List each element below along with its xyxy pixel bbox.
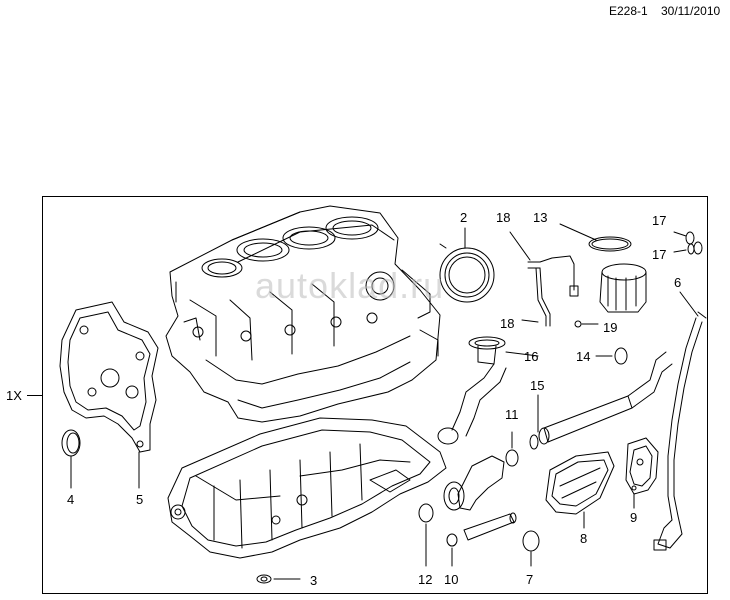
callout-4: 4 xyxy=(67,492,75,507)
callout-17: 17 xyxy=(652,213,667,228)
callout-13: 13 xyxy=(533,210,548,225)
leader-lines xyxy=(138,451,635,509)
callout-8: 8 xyxy=(580,531,588,546)
oil-cooler-gasket-drawing xyxy=(625,437,659,509)
assembly-label: 1X xyxy=(6,388,22,403)
callout-2: 2 xyxy=(460,210,468,225)
rear-seal-drawing xyxy=(439,227,495,303)
oil-pan-drawing xyxy=(167,417,447,559)
coolant-pipe-drawing xyxy=(529,347,673,450)
engine-block-drawing xyxy=(165,205,441,423)
callout-18: 18 xyxy=(496,210,511,225)
oil-filter-housing-drawing xyxy=(559,223,703,313)
callout-7: 7 xyxy=(526,572,534,587)
callout-17: 17 xyxy=(652,247,667,262)
callout-3: 3 xyxy=(310,573,318,588)
callout-10: 10 xyxy=(444,572,459,587)
long-tube-drawing xyxy=(653,291,707,551)
front-seal-drawing xyxy=(61,429,81,489)
assembly-leader-line xyxy=(27,395,42,396)
callout-18: 18 xyxy=(500,316,515,331)
front-cover-gasket-drawing xyxy=(59,301,159,453)
oil-level-tube-drawing xyxy=(509,231,599,328)
diagram-code: E228-1 xyxy=(609,4,648,18)
coolant-elbow-hose-drawing xyxy=(437,336,539,445)
callout-6: 6 xyxy=(674,275,682,290)
diagram-date: 30/11/2010 xyxy=(661,4,721,18)
oil-cooler-plate-drawing xyxy=(545,451,615,529)
watermark-text: autoklad.ru xyxy=(255,265,445,306)
callout-19: 19 xyxy=(603,320,618,335)
callout-12: 12 xyxy=(418,572,433,587)
callout-16: 16 xyxy=(524,349,539,364)
callout-15: 15 xyxy=(530,378,545,393)
diagram-frame xyxy=(42,196,708,594)
callout-5: 5 xyxy=(136,492,144,507)
callout-9: 9 xyxy=(630,510,638,525)
drain-washer-drawing xyxy=(256,574,301,584)
coolant-housing-drawing xyxy=(418,431,540,567)
callout-11: 11 xyxy=(505,407,519,422)
callout-14: 14 xyxy=(576,349,591,364)
